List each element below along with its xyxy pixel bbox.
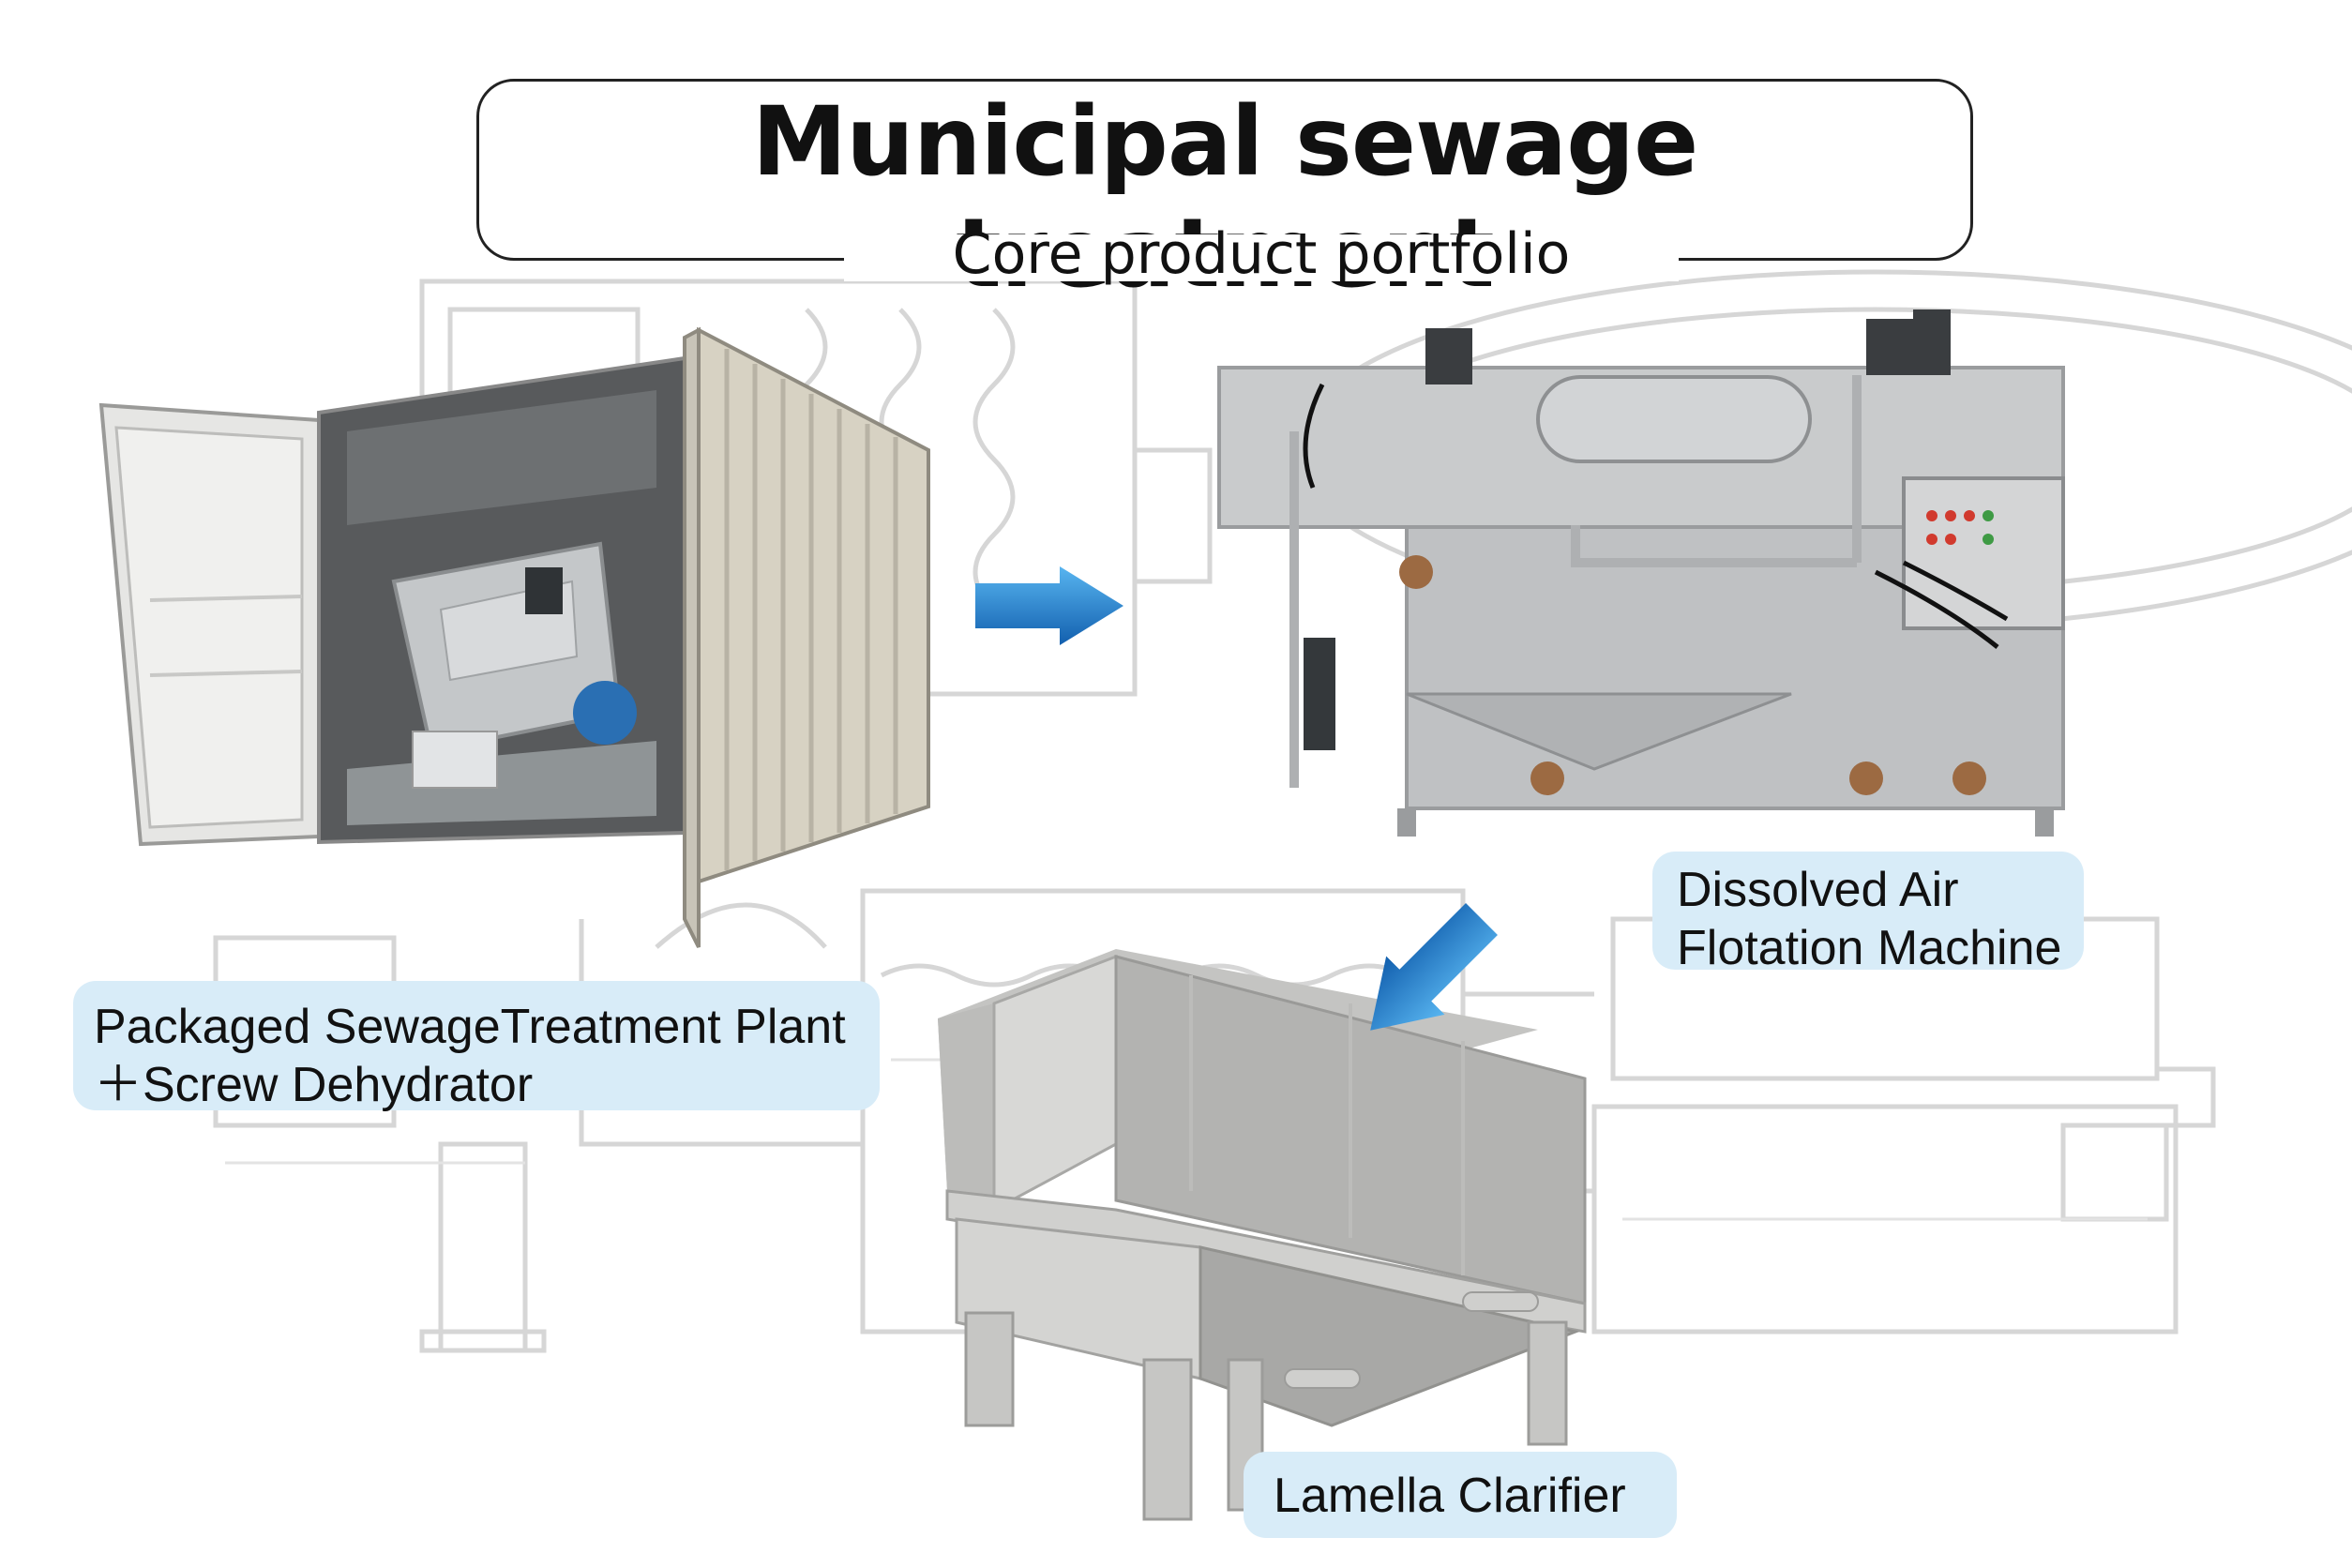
page-subtitle: Core product portfolio [952, 221, 1571, 287]
label-lamella-clarifier: Lamella Clarifier [1244, 1452, 1677, 1538]
label-packaged-plant-line2: ＋Screw Dehydrator [94, 1058, 534, 1112]
label-packaged-plant: Packaged SewageTreatment Plant ＋Screw De… [73, 981, 880, 1112]
label-daf: Dissolved Air Flotation Machine [1652, 852, 2084, 975]
air-dissolving-tank [1536, 375, 1812, 463]
sketch-tank-bottom-right [1591, 1104, 2179, 1334]
pump-motor [573, 681, 637, 745]
arrow-right-icon [975, 566, 1123, 645]
label-daf-line1: Dissolved Air [1677, 863, 1959, 917]
label-packaged-plant-line1: Packaged SewageTreatment Plant [94, 1000, 846, 1054]
container-right-door [683, 326, 701, 948]
daf-hopper [1406, 692, 1792, 771]
label-daf-line2: Flotation Machine [1677, 921, 2062, 975]
arrow-down-left-icon [1370, 903, 1498, 1031]
label-lamella-text: Lamella Clarifier [1274, 1469, 1626, 1523]
subtitle-frame-gap [844, 234, 1679, 281]
